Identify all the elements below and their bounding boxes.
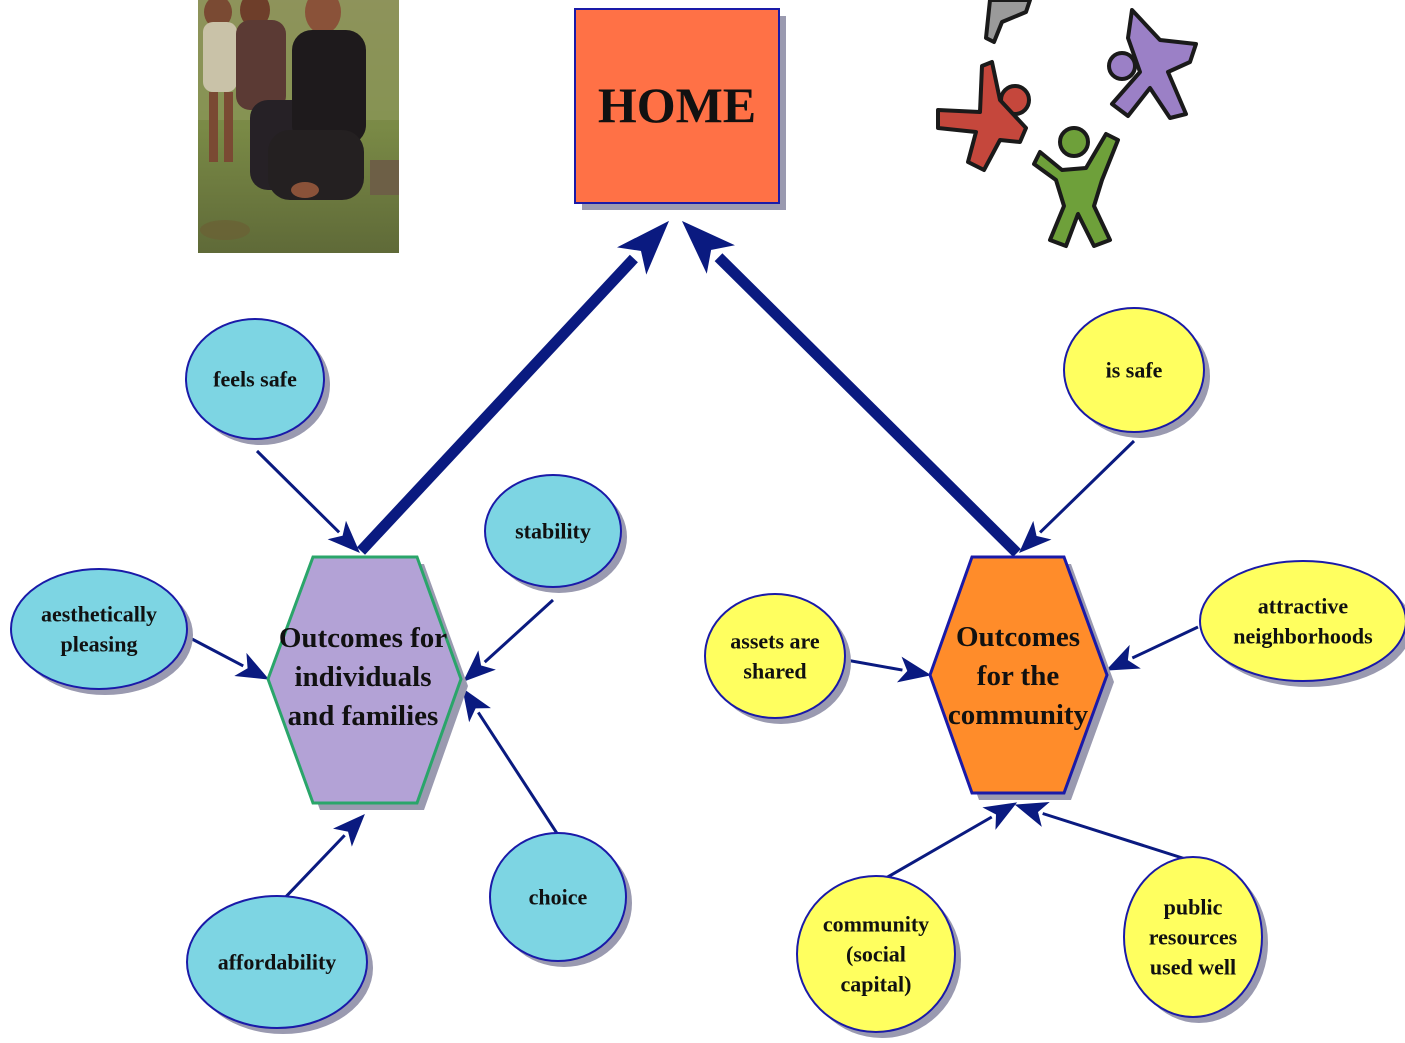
node-public-resources-label-line: resources (1149, 924, 1238, 949)
node-community-social-capital-label: community (social capital) (823, 911, 929, 996)
connector-community-social-capital (878, 802, 1018, 884)
node-feels-safe-label: feels safe (213, 366, 297, 391)
community-hexagon-label-line: for the (977, 660, 1060, 692)
node-community-social-capital-label-line: (social (846, 941, 906, 966)
node-choice: choice (489, 832, 632, 967)
node-aesthetically-pleasing-label-line: aesthetically (41, 601, 157, 626)
community-hexagon: Outcomes for the community (928, 555, 1114, 800)
node-community-social-capital: community (social capital) (796, 875, 961, 1038)
node-aesthetically-pleasing: aesthetically pleasing (10, 568, 193, 695)
connector-assets-are-shared (845, 656, 932, 683)
node-is-safe: is safe (1063, 307, 1210, 438)
community-hexagon-label-line: Outcomes (956, 621, 1080, 653)
family-photo (198, 0, 399, 253)
connector-feels-safe (255, 449, 360, 553)
node-assets-are-shared: assets are shared (704, 593, 851, 724)
home-label: HOME (598, 77, 756, 133)
node-choice-label: choice (529, 884, 588, 909)
people-circle (936, 0, 1198, 248)
node-feels-safe: feels safe (185, 318, 330, 445)
node-attractive-neighborhoods-label-line: attractive (1258, 593, 1349, 618)
node-assets-are-shared-label-line: shared (743, 658, 806, 683)
node-assets-are-shared-label: assets are shared (730, 628, 820, 683)
connector-is-safe (1019, 439, 1136, 553)
node-stability-label-line: stability (515, 518, 591, 543)
node-aesthetically-pleasing-label-line: pleasing (60, 631, 137, 656)
connector-layer (191, 220, 1199, 907)
node-feels-safe-label-line: feels safe (213, 366, 297, 391)
node-affordability: affordability (186, 895, 373, 1034)
individuals-hexagon: Outcomes for individuals and families (266, 555, 468, 810)
node-assets-are-shared-label-line: assets are (730, 628, 820, 653)
node-affordability-label: affordability (218, 949, 337, 974)
individuals-hexagon-label-line: and families (288, 700, 439, 732)
node-aesthetically-pleasing-label: aesthetically pleasing (41, 601, 157, 656)
node-attractive-neighborhoods-label: attractive neighborhoods (1233, 593, 1373, 648)
connector-aesthetically-pleasing (191, 637, 270, 680)
node-public-resources-label: public resources used well (1149, 894, 1238, 979)
node-public-resources-label-line: public (1164, 894, 1223, 919)
node-community-social-capital-label-line: community (823, 911, 929, 936)
connector-stability (463, 598, 555, 682)
connector-affordability (276, 814, 365, 907)
node-affordability-label-line: affordability (218, 949, 337, 974)
node-is-safe-label: is safe (1106, 357, 1163, 382)
community-hexagon-label: Outcomes for the community (948, 621, 1089, 731)
node-is-safe-label-line: is safe (1106, 357, 1163, 382)
individuals-hexagon-label: Outcomes for individuals and families (279, 622, 447, 732)
individuals-hexagon-label-line: Outcomes for (279, 622, 447, 654)
node-public-resources-label-line: used well (1150, 954, 1236, 979)
individuals-hexagon-label-line: individuals (294, 661, 431, 693)
connector-public-resources (1014, 802, 1196, 864)
node-public-resources: public resources used well (1123, 856, 1268, 1023)
connector-individuals-to-home (356, 220, 669, 555)
home-node: HOME (574, 8, 786, 210)
connector-choice (462, 687, 562, 839)
connector-community-to-home (681, 220, 1021, 557)
community-hexagon-label-line: community (948, 699, 1089, 731)
node-community-social-capital-label-line: capital) (841, 971, 912, 996)
node-choice-label-line: choice (529, 884, 588, 909)
node-stability: stability (484, 474, 627, 593)
node-attractive-neighborhoods: attractive neighborhoods (1199, 560, 1405, 687)
connector-attractive-neighborhoods (1105, 625, 1199, 671)
node-stability-label: stability (515, 518, 591, 543)
node-attractive-neighborhoods-label-line: neighborhoods (1233, 623, 1373, 648)
